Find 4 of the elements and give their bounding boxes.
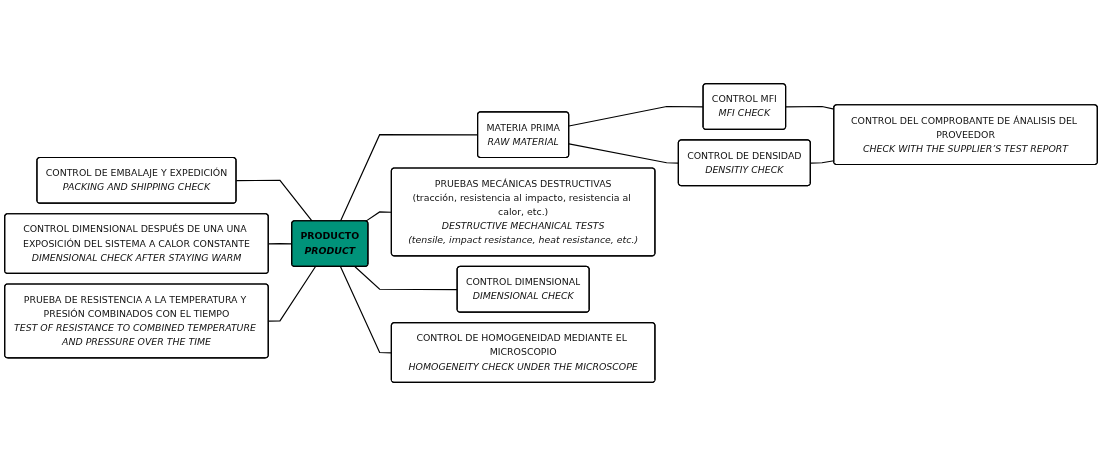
connector	[568, 105, 704, 127]
connector	[810, 160, 835, 164]
connector	[354, 266, 458, 291]
connector	[785, 105, 835, 110]
